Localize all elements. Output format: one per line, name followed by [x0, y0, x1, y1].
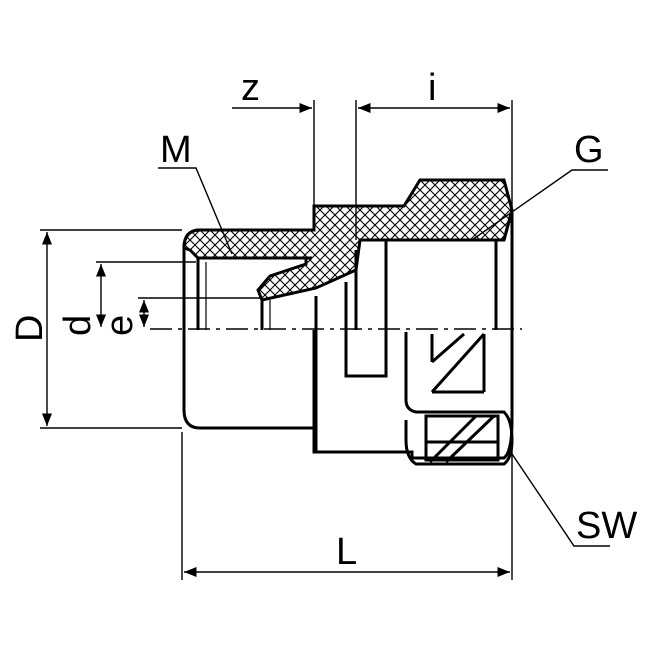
leader-M [158, 167, 233, 255]
label-L: L [336, 531, 357, 573]
label-e: e [99, 315, 141, 336]
nut-face-diagonal-2 [430, 332, 486, 394]
label-G: G [574, 129, 604, 171]
wrench-flat-diagonal-1 [428, 414, 478, 464]
leader-SW [507, 447, 610, 547]
leader-G [471, 169, 608, 241]
label-M: M [160, 129, 192, 171]
socket-inner-step [344, 282, 388, 378]
label-d: d [57, 315, 99, 336]
wrench-flat-diagonal-2 [444, 414, 496, 464]
body-lower-outline [312, 330, 514, 460]
label-SW: SW [576, 505, 637, 547]
label-D: D [9, 315, 51, 342]
nut-outline [384, 209, 514, 420]
wrench-flat-box [424, 414, 500, 462]
label-z: z [241, 67, 260, 109]
label-i: i [428, 67, 436, 109]
nut-lower-outline [404, 332, 514, 466]
nut-face-diagonal-1 [431, 332, 465, 364]
spigot-outline [182, 228, 316, 430]
